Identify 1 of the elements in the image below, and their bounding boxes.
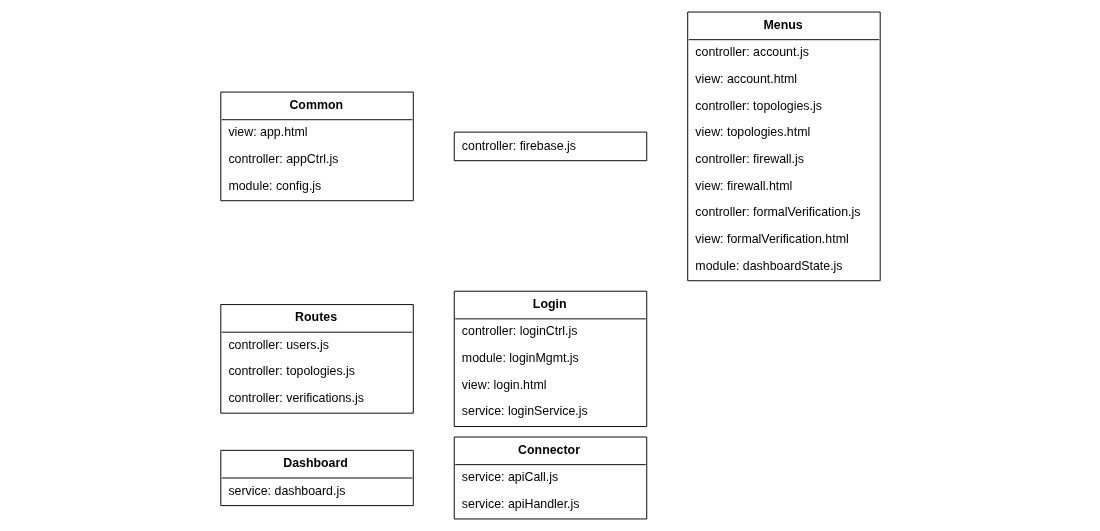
node-box: controller: firebase.js xyxy=(453,131,647,162)
